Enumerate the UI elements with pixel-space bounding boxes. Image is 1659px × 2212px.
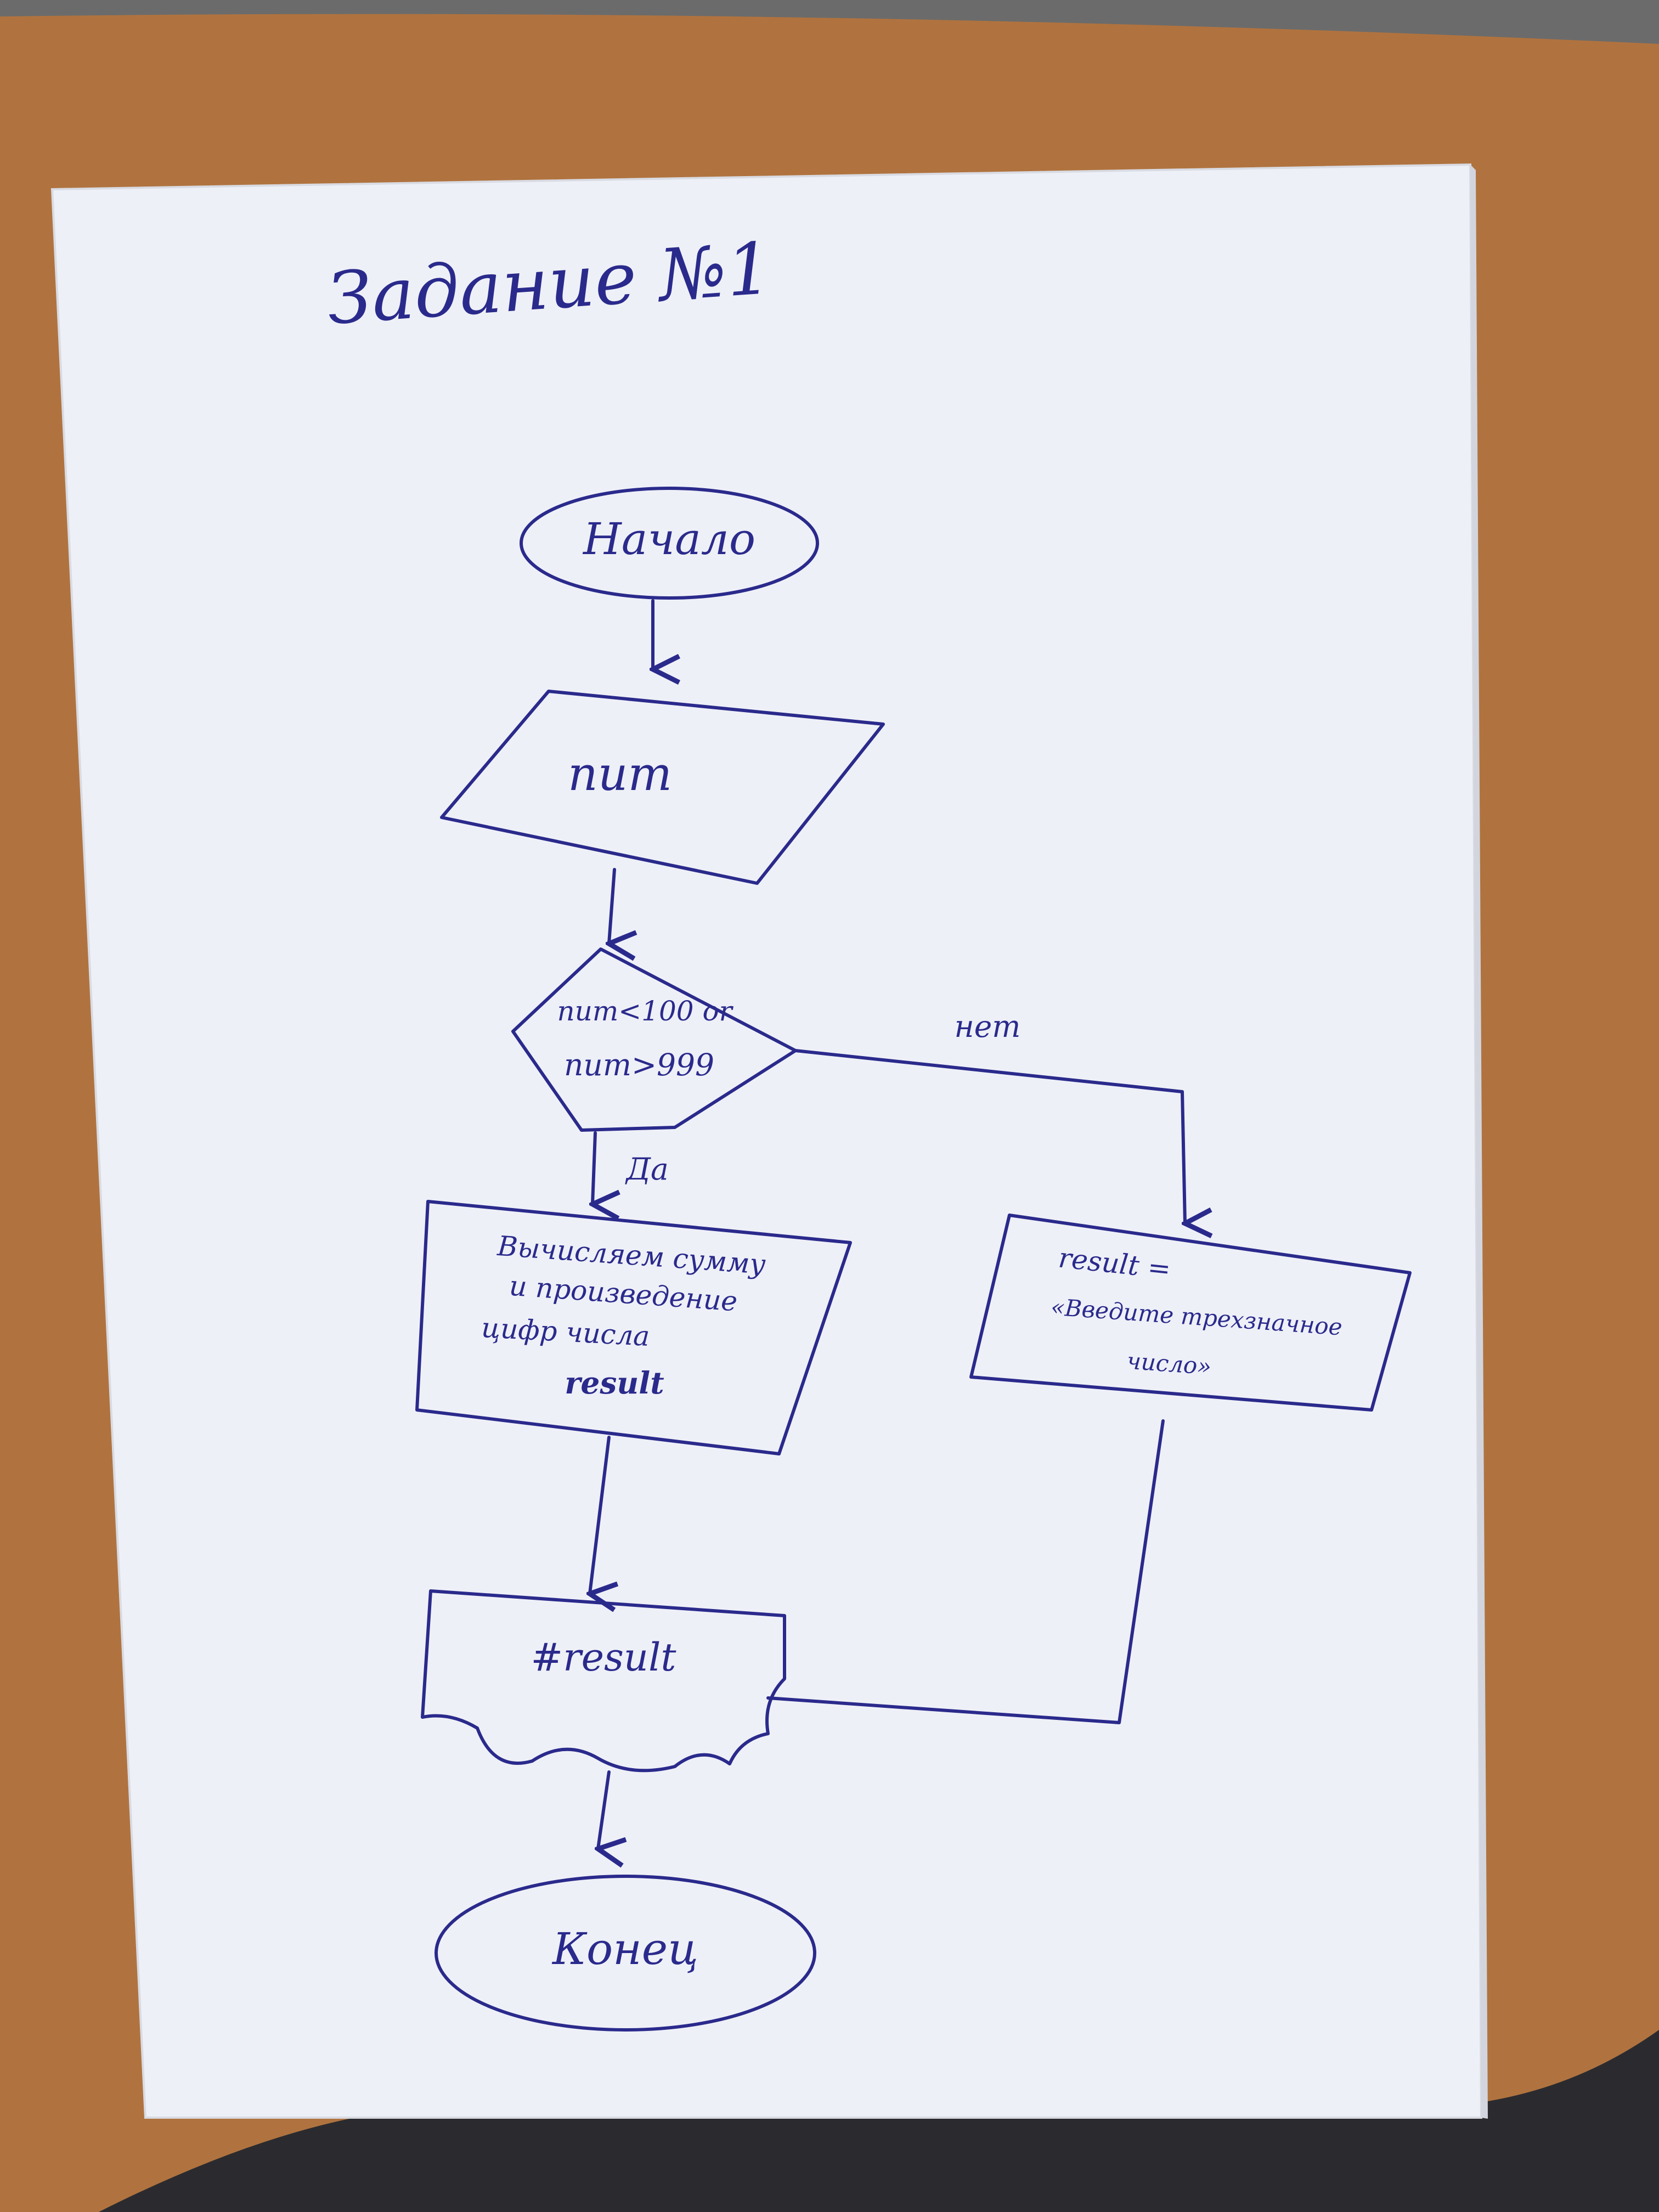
decision-condition-line1: num<100 or	[557, 995, 733, 1027]
connector-process-no-to-output	[766, 1419, 1165, 1724]
arrow-input-to-decision	[609, 868, 614, 944]
output-document-shape	[421, 1589, 786, 1773]
paper-sheet-edge	[1470, 165, 1488, 2119]
start-terminator-label: Начало	[582, 514, 755, 565]
arrow-process-yes-to-output	[590, 1436, 609, 1594]
process-yes-line4: result	[565, 1365, 664, 1401]
decision-condition-line2: num>999	[564, 1047, 714, 1082]
end-terminator-shape	[435, 1875, 816, 2032]
arrow-output-to-end	[598, 1770, 609, 1849]
decision-diamond-shape	[511, 947, 797, 1132]
input-parallelogram-shape	[440, 690, 885, 885]
desk-top-edge	[0, 0, 1659, 44]
start-terminator-shape	[520, 487, 819, 600]
paper-sheet	[50, 163, 1483, 2119]
output-document-label: #result	[531, 1635, 676, 1680]
process-no-shape	[969, 1214, 1412, 1412]
process-no-line3: число»	[1126, 1347, 1212, 1380]
branch-no-connector	[794, 1049, 1185, 1223]
branch-yes-connector	[592, 1131, 595, 1204]
end-terminator-label: Конец	[551, 1923, 698, 1974]
branch-no-label: нет	[955, 1009, 1021, 1044]
chair-shadow	[99, 2030, 1659, 2212]
branch-yes-label: Да	[625, 1152, 669, 1187]
process-yes-shape	[415, 1200, 852, 1455]
input-parallelogram-label: num	[568, 747, 672, 802]
